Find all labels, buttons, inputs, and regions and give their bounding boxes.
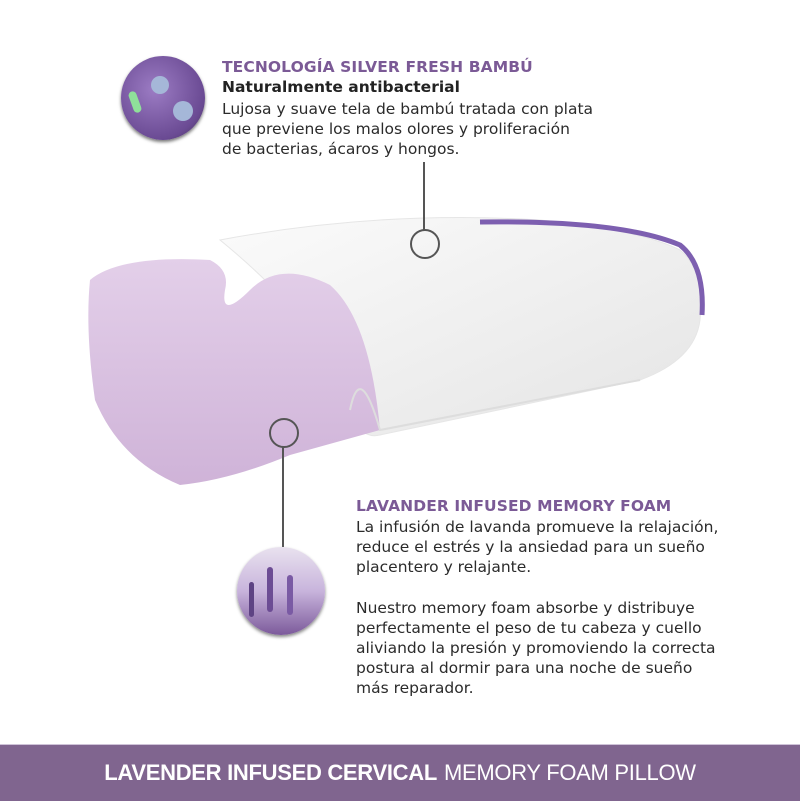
callout-line (423, 162, 425, 230)
pillow-image (88, 217, 705, 485)
silver-fresh-heading: TECNOLOGÍA SILVER FRESH BAMBÚ (222, 58, 533, 76)
description-line: de bacterias, ácaros y hongos. (222, 140, 460, 158)
description-line: La infusión de lavanda promueve la relaj… (356, 518, 719, 536)
banner-title-bold: LAVENDER INFUSED CERVICAL (104, 760, 437, 785)
description-line: reduce el estrés y la ansiedad para un s… (356, 538, 705, 556)
callout-marker (410, 229, 440, 259)
callout-line (282, 447, 284, 547)
memory-foam-heading: LAVANDER INFUSED MEMORY FOAM (356, 497, 672, 515)
description-line: aliviando la presión y promoviendo la co… (356, 639, 716, 657)
memory-foam-description: Nuestro memory foam absorbe y distribuye… (356, 598, 716, 698)
description-line: Nuestro memory foam absorbe y distribuye (356, 599, 695, 617)
silver-fresh-description: Lujosa y suave tela de bambú tratada con… (222, 99, 593, 159)
description-line: Lujosa y suave tela de bambú tratada con… (222, 100, 594, 118)
bacteria-icon (121, 56, 205, 140)
description-line: que previene los malos olores y prolifer… (222, 120, 570, 138)
lavender-icon (237, 547, 325, 635)
callout-marker (269, 418, 299, 448)
product-title-banner: LAVENDER INFUSED CERVICAL MEMORY FOAM PI… (0, 744, 800, 801)
description-line: más reparador. (356, 679, 474, 697)
description-line: postura al dormir para una noche de sueñ… (356, 659, 693, 677)
description-line: perfectamente el peso de tu cabeza y cue… (356, 619, 702, 637)
description-line: placentero y relajante. (356, 558, 532, 576)
antibacterial-subheading: Naturalmente antibacterial (222, 78, 460, 96)
lavender-description: La infusión de lavanda promueve la relaj… (356, 517, 718, 577)
banner-title-light: MEMORY FOAM PILLOW (444, 760, 696, 785)
